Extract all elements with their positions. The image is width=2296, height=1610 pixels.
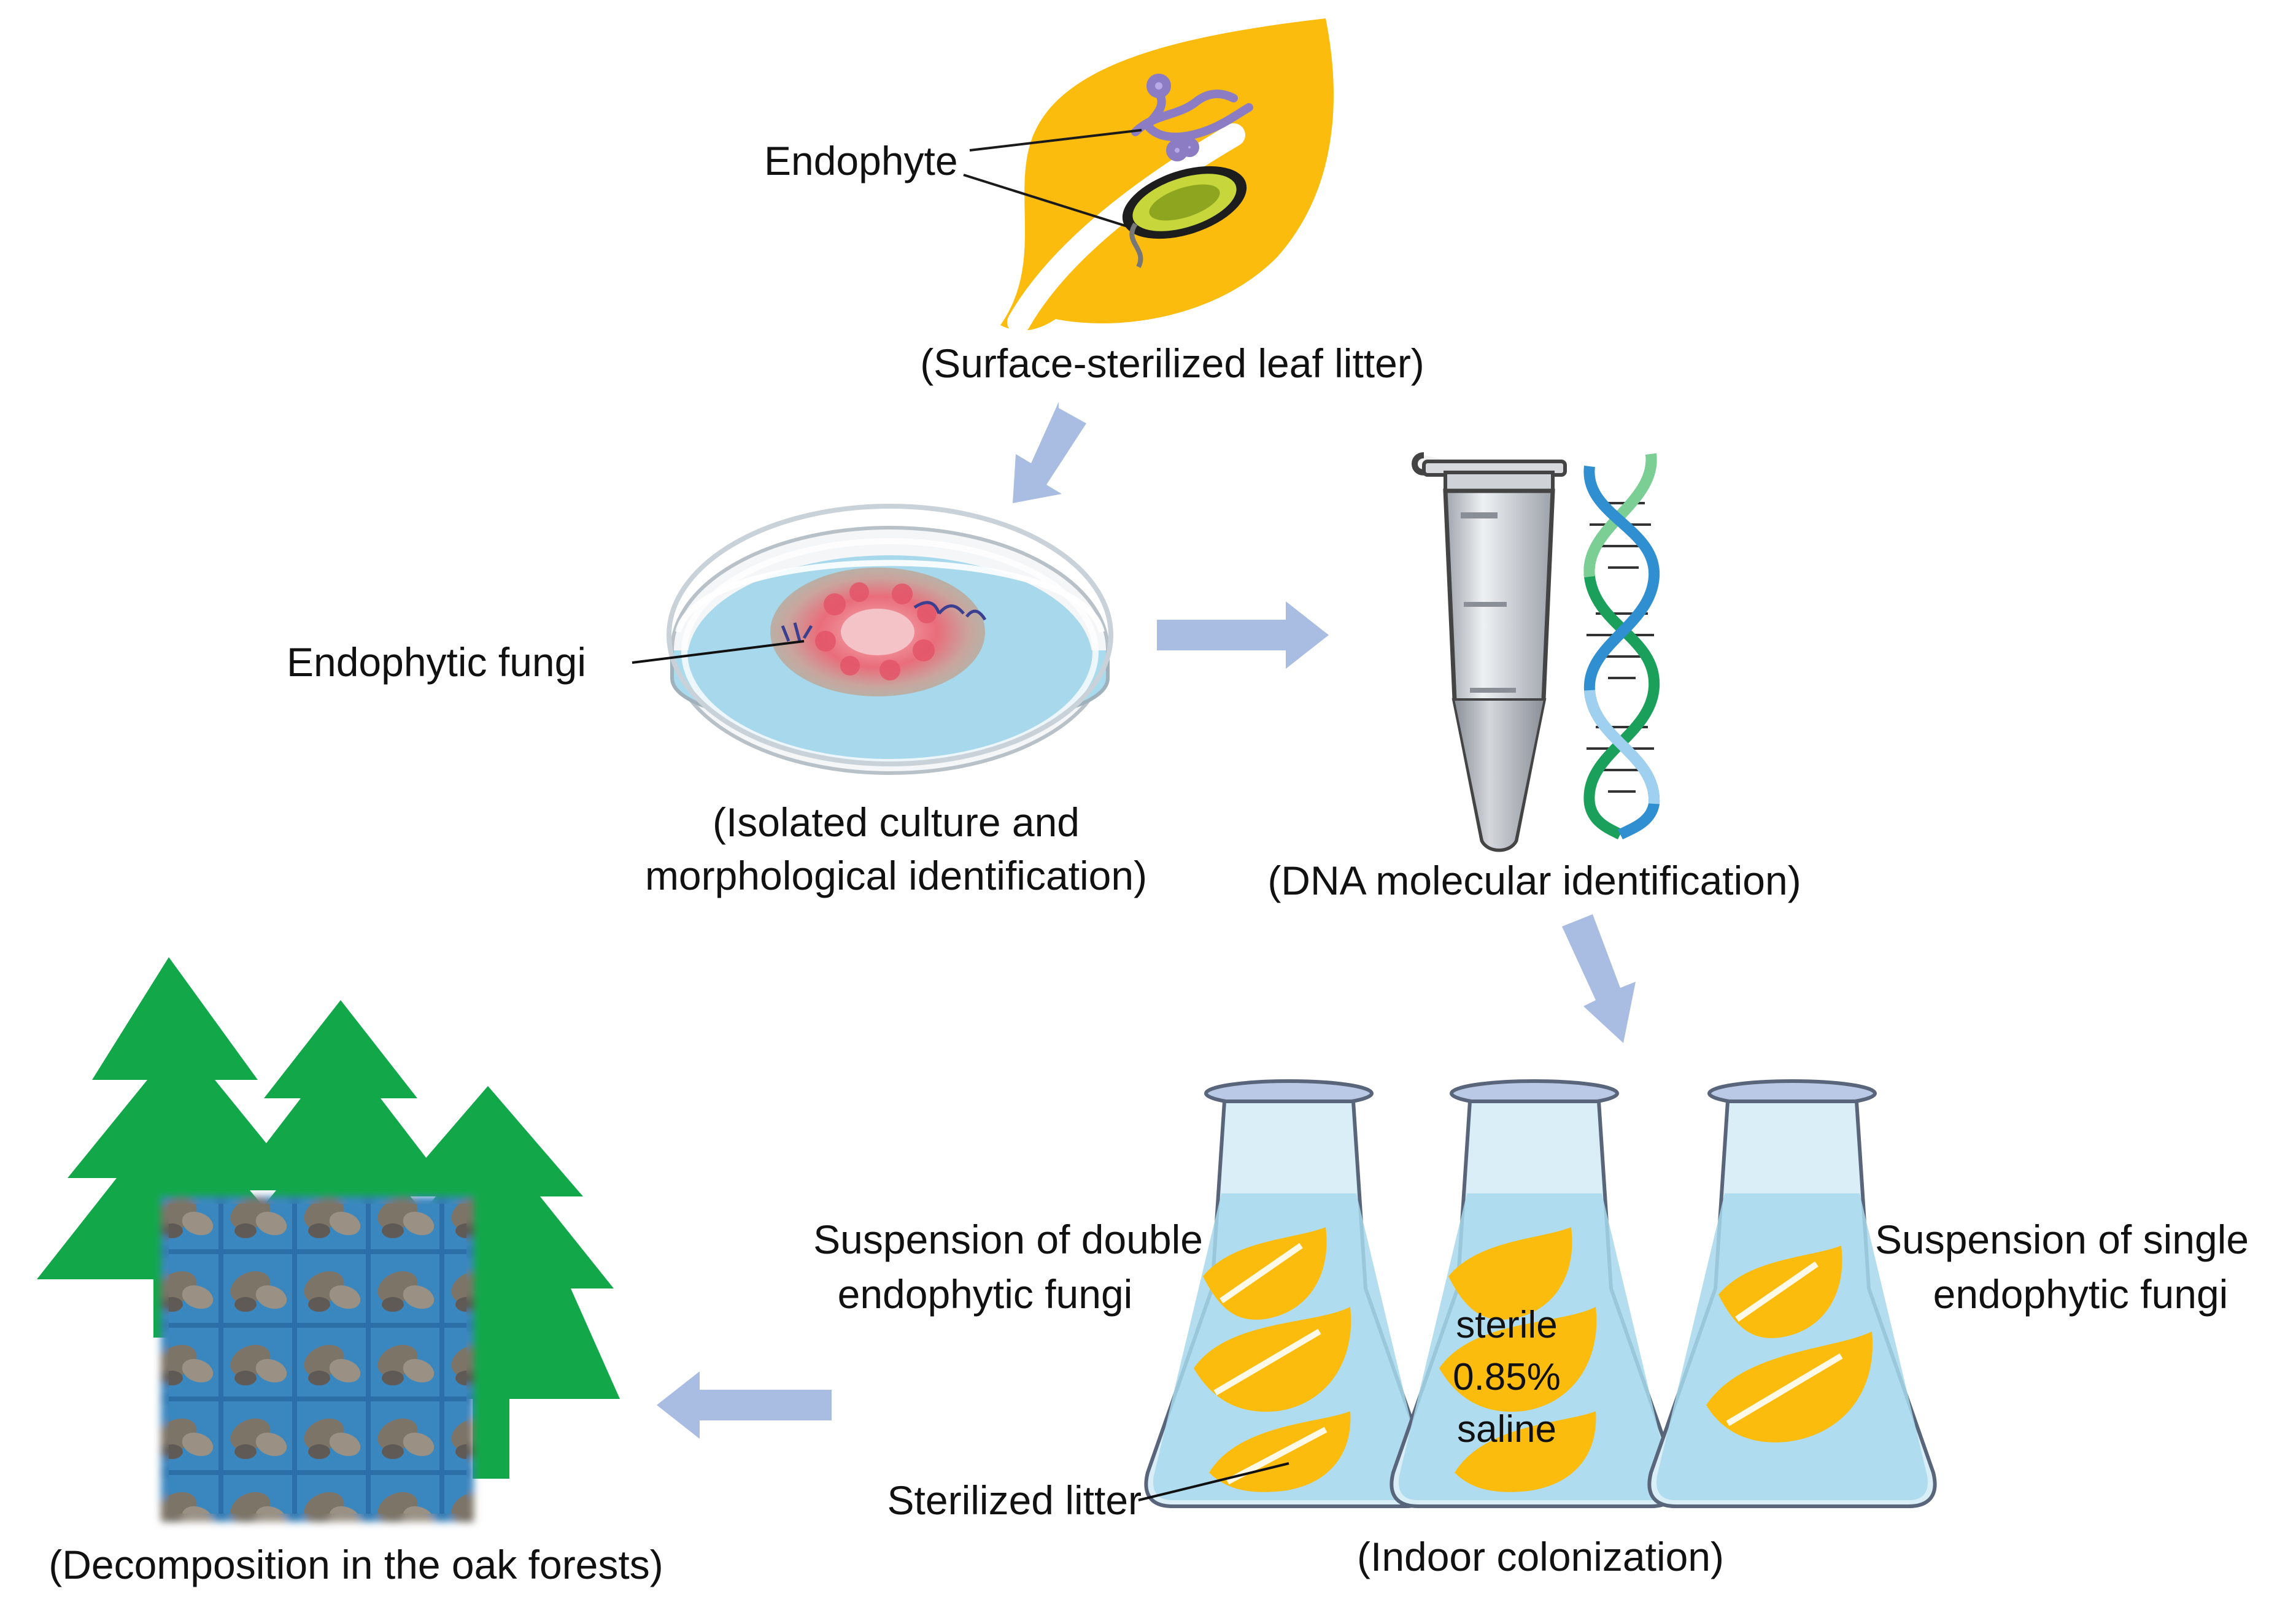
double-suspension-line1: Suspension of double [813, 1217, 1203, 1262]
double-suspension-line2: endophytic fungi [838, 1271, 1133, 1317]
leaf-litter-caption: (Surface-sterilized leaf litter) [920, 341, 1424, 386]
petri-dish-icon [632, 504, 1113, 775]
single-suspension-line2: endophytic fungi [1933, 1271, 2228, 1317]
microtube-icon [1412, 452, 1567, 852]
single-suspension-line1: Suspension of single [1875, 1217, 2249, 1262]
dna-helix-icon [1583, 453, 1660, 840]
endophyte-leader-lines [963, 129, 1142, 228]
flask-double [1138, 1079, 1434, 1508]
culture-caption-line1: (Isolated culture and [713, 799, 1080, 845]
culture-caption-line2: morphological identification) [645, 853, 1147, 898]
arrow-dish-to-dna [1157, 601, 1329, 669]
arrow-dna-to-flasks [1562, 914, 1636, 1043]
sterilized-litter-label: Sterilized litter [887, 1477, 1142, 1523]
fungus-hyphae-icon [1131, 74, 1253, 161]
leaf-icon [1000, 18, 1334, 334]
indoor-caption: (Indoor colonization) [1357, 1534, 1724, 1579]
forest-caption: (Decomposition in the oak forests) [48, 1542, 663, 1587]
flask-saline [1390, 1079, 1679, 1508]
bacterium-icon [1122, 166, 1247, 268]
endophyte-label: Endophyte [764, 138, 958, 183]
litter-bag-image [161, 1196, 474, 1522]
arrow-flasks-to-forest [657, 1371, 832, 1439]
saline-text-line2: 0.85% [1453, 1356, 1561, 1398]
saline-text-line1: sterile [1456, 1304, 1557, 1346]
endophytic-fungi-label: Endophytic fungi [287, 639, 586, 685]
arrow-leaf-to-dish [1013, 402, 1086, 503]
saline-text-line3: saline [1457, 1408, 1556, 1450]
dna-caption: (DNA molecular identification) [1267, 858, 1801, 903]
flask-single [1647, 1079, 1937, 1508]
